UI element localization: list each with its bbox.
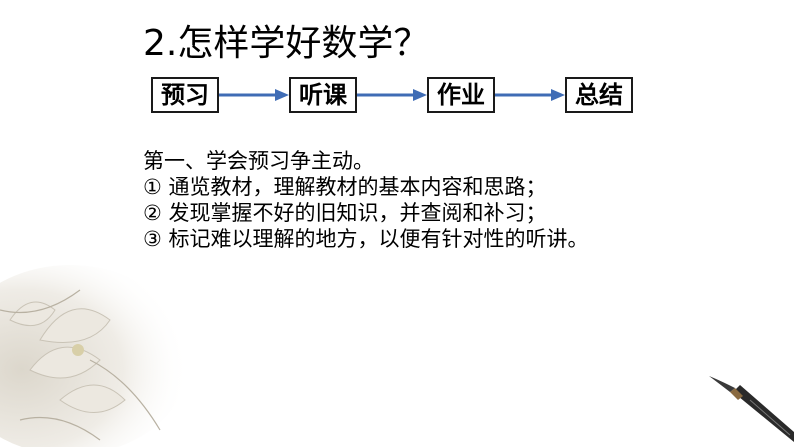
flow-arrow-2 — [357, 89, 427, 101]
flow-arrow-3 — [495, 89, 565, 101]
learning-flow-diagram: 预习 听课 作业 总结 — [0, 0, 794, 130]
flow-step-preview: 预习 — [151, 77, 219, 113]
flow-step-lecture: 听课 — [289, 77, 357, 113]
brush-decoration — [709, 376, 794, 442]
flow-step-homework: 作业 — [427, 77, 495, 113]
list-item: ② 发现掌握不好的旧知识，并查阅和补习； — [143, 201, 547, 225]
list-item: ① 通览教材，理解教材的基本内容和思路； — [143, 175, 547, 199]
flow-arrow-1 — [219, 89, 289, 101]
section-heading: 第一、学会预习争主动。 — [143, 149, 374, 173]
list-item: ③ 标记难以理解的地方，以便有针对性的听讲。 — [143, 227, 589, 251]
flow-step-summary: 总结 — [565, 77, 633, 113]
slide-title: 2.怎样学好数学？ — [143, 23, 430, 64]
ink-flower-decoration — [0, 265, 190, 447]
body-text: 第一、学会预习争主动。 ① 通览教材，理解教材的基本内容和思路； ② 发现掌握不… — [143, 148, 763, 252]
